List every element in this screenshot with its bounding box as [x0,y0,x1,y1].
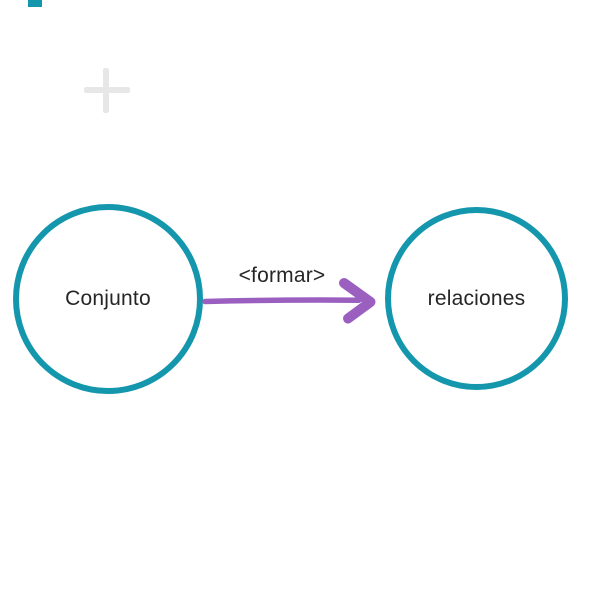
corner-shape-fragment [28,0,42,7]
node-conjunto[interactable]: Conjunto [13,204,203,394]
node-relaciones-label: relaciones [427,286,526,310]
arrow-head-chevron [339,278,376,324]
connector-label: <formar> [238,264,326,287]
arrow-strokes [202,278,376,324]
arrow-shaft [202,297,362,305]
plus-icon [84,87,130,93]
node-relaciones[interactable]: relaciones [385,207,568,390]
node-conjunto-label: Conjunto [65,287,151,310]
